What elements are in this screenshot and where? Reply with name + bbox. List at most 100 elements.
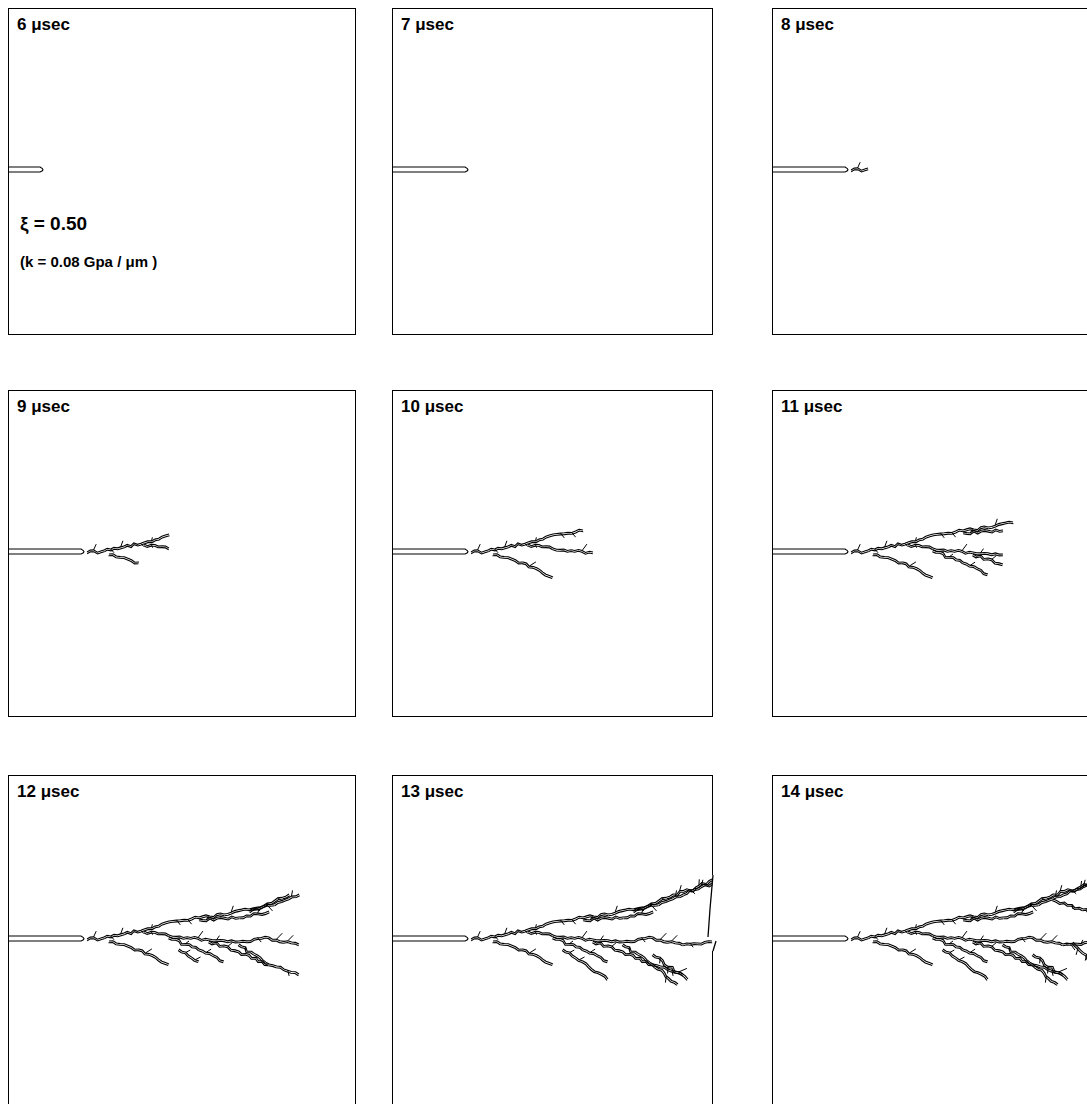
crack-line [1032,956,1067,981]
crack-twig [590,949,595,952]
crack-twig [858,931,861,937]
crack-line [973,554,1003,564]
crack-line [592,943,622,953]
crack-twig [909,949,916,953]
crack-line [683,943,712,946]
crack-twig [1060,885,1062,890]
crack-twig [151,537,153,541]
crack-line [529,923,554,931]
crack-twig [111,549,114,553]
time-label: 8 μsec [781,15,1087,35]
time-label: 13 μsec [401,782,704,802]
crack-twig [615,906,617,912]
crack-line [522,564,552,579]
stiffness-label: (k = 0.08 Gpa / μm ) [20,253,350,270]
crack-twig [535,537,537,541]
crack-twig [121,928,123,934]
crack-twig [915,924,917,928]
time-frame-panel: 6 μsec ξ = 0.50 (k = 0.08 Gpa / μm ) [8,8,356,335]
crack-line [583,961,608,979]
crack-line [933,937,963,949]
time-frame-panel: 7 μsec [392,8,713,335]
crack-line [888,931,908,935]
crack-line [1003,944,1033,964]
crack-line [902,564,932,579]
crack-twig [572,533,576,538]
crack-twig [1045,976,1047,983]
time-frame-panel: 10 μsec [392,390,713,717]
crack-twig [572,920,576,925]
crack-twig [875,549,878,553]
crack-twig [525,543,528,546]
crack-twig [651,903,654,905]
crack-twig [950,941,953,944]
crack-twig [691,890,695,894]
crack-twig [1059,968,1067,972]
crack-twig [245,947,246,951]
crack-twig [561,533,565,538]
crack-line [471,552,488,554]
crack-twig [962,544,967,551]
crack-twig [217,936,220,940]
crack-line [963,949,988,961]
crack-line [868,548,888,552]
crack-line [104,548,124,552]
crack-line [249,894,289,911]
crack-twig [601,936,604,940]
crack-twig [875,936,878,940]
crack-line [138,951,168,966]
crack-line [250,896,290,913]
initial-notch [393,167,468,172]
crack-twig [151,544,152,547]
time-label: 6 μsec [17,15,347,35]
crack-line [593,939,623,941]
crack-twig [1042,898,1047,902]
crack-twig [1072,890,1076,894]
crack-line [144,933,169,937]
crack-illustration [773,776,1087,1104]
crack-twig [970,562,975,565]
crack-line [552,939,582,951]
crack-line [224,908,249,914]
crack-twig [121,541,123,547]
crack-twig [535,544,536,547]
crack-twig [858,162,861,168]
crack-twig [478,544,481,550]
crack-line [553,531,583,536]
crack-twig [495,936,498,940]
crack-line [972,556,1002,566]
crack-twig [267,903,270,905]
crack-line [583,918,623,922]
crack-twig [198,931,203,938]
crack-twig [590,915,593,920]
crack-illustration [393,9,714,336]
initial-notch [773,936,848,941]
crack-line [1052,901,1082,911]
crack-twig [642,938,646,942]
crack-twig [885,928,887,934]
crack-line [902,951,932,966]
crack-twig [1072,905,1073,910]
initial-notch [9,549,84,554]
crack-line [633,894,673,911]
crack-twig [582,544,587,551]
crack-line [868,935,888,939]
crack-twig [478,931,481,937]
crack-line [529,536,554,544]
crack-twig [970,915,973,920]
crack-twig [141,543,144,546]
crack-line [124,544,144,548]
crack-twig [195,957,200,960]
crack-line [239,938,269,943]
initial-notch [9,167,43,172]
crack-twig [535,924,537,928]
crack-twig [1047,966,1049,973]
crack-illustration [393,776,714,1104]
crack-twig [206,915,209,920]
crack-line [973,552,1003,554]
edge-gap [710,875,718,951]
crack-line [851,552,868,554]
parameter-label: ξ = 0.50 [20,213,350,235]
time-label: 12 μsec [17,782,347,802]
crack-illustration [9,391,357,718]
